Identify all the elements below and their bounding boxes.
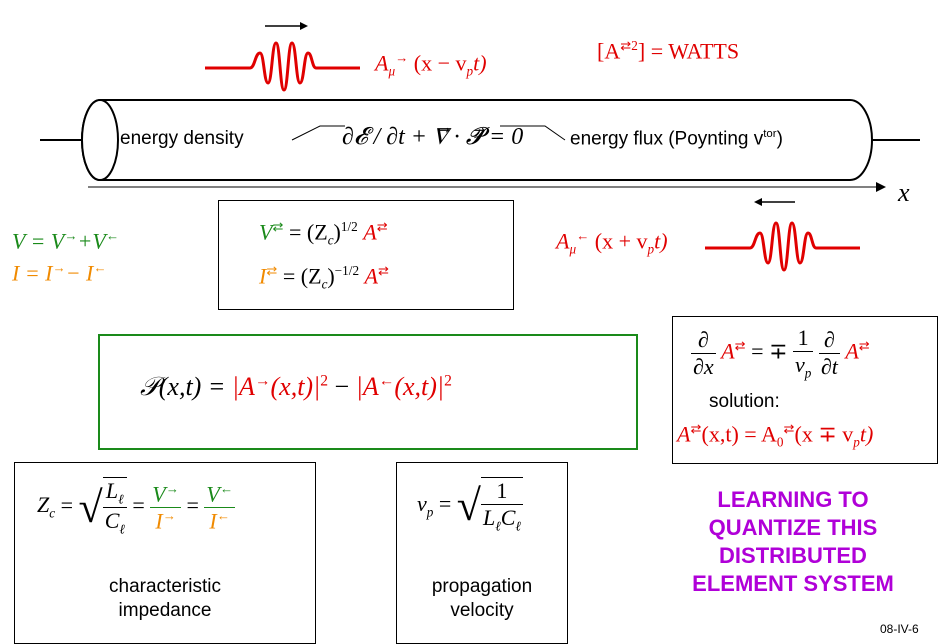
energy-density-label: energy density [120, 128, 244, 149]
impedance-caption: characteristic impedance [109, 576, 221, 621]
density-pointer [291, 125, 345, 141]
slide-id: 08-IV-6 [880, 622, 919, 636]
conversion-box: V⇄ = (Zc)1/2 A⇄ I⇄ = (Zc)−1/2 A⇄ [218, 200, 514, 310]
power-equation: 𝒫(x,t) = |A→(x,t)|2 − |A←(x,t)|2 [140, 372, 452, 401]
watts-equation: [A⇄2] = WATTS [597, 38, 740, 64]
energy-flux-label: energy flux (Poynting vtor) [570, 128, 783, 150]
forward-arrowhead [300, 22, 308, 30]
voltage-conversion: V⇄ = (Zc)1/2 A⇄ [259, 219, 388, 248]
velocity-caption: propagation velocity [431, 576, 533, 621]
forward-wave-label: Aμ→ (x − vpt) [375, 50, 487, 79]
x-axis [88, 182, 886, 192]
forward-wave-line [205, 41, 360, 92]
current-relation: I = I→− I← [12, 260, 107, 286]
forward-wave-packet [205, 22, 360, 92]
backward-arrowhead [754, 198, 762, 206]
wave-solution: A⇄(x,t) = A0⇄(x ∓ vpt) [677, 421, 874, 450]
headline: LEARNING TO QUANTIZE THIS DISTRIBUTED EL… [692, 487, 894, 596]
solution-label: solution: [709, 391, 780, 412]
continuity-equation: ∂𝓔 / ∂t + ∇⃗ · 𝓟⃗ = 0 [342, 124, 524, 150]
voltage-relation: V = V→+V← [12, 228, 119, 254]
transmission-line-tube [40, 99, 920, 181]
backward-wave-line [705, 221, 860, 272]
power-box: 𝒫(x,t) = |A→(x,t)|2 − |A←(x,t)|2 [98, 334, 638, 450]
flux-pointer [500, 125, 566, 141]
tube-end-cap [81, 99, 119, 181]
backward-wave-label: Aμ← (x + vpt) [556, 228, 668, 257]
backward-wave-packet [705, 198, 860, 272]
x-axis-label: x [898, 178, 910, 207]
current-conversion: I⇄ = (Zc)−1/2 A⇄ [259, 263, 390, 292]
